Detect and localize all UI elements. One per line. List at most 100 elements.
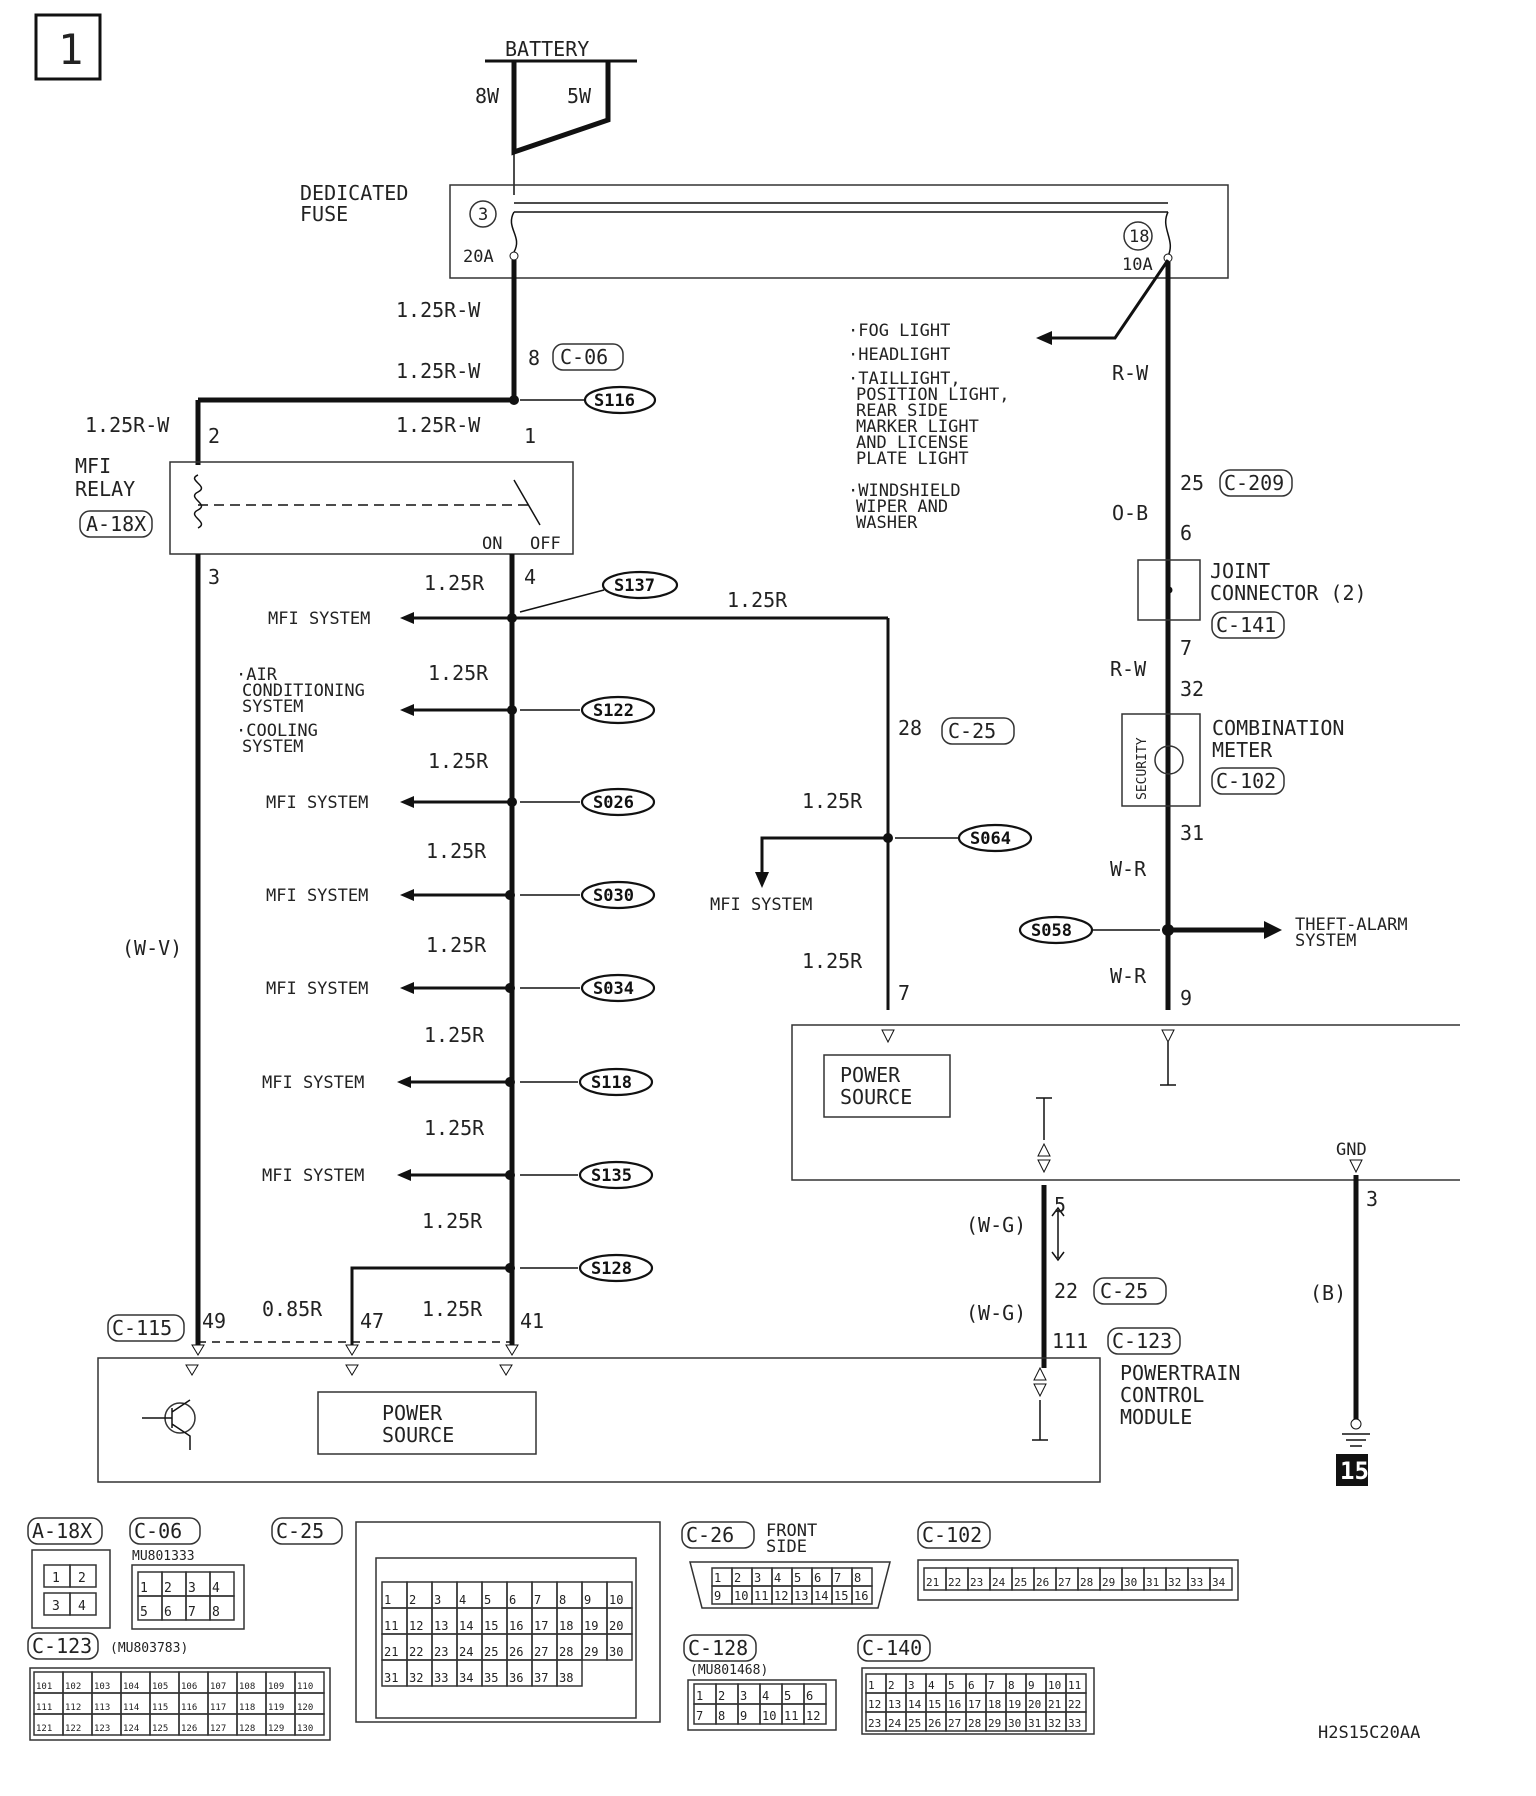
fuse-18-element (1165, 211, 1171, 257)
s064-branch (760, 836, 888, 878)
conn-c06: C-06 (560, 345, 608, 369)
pin-7b: 7 (898, 981, 910, 1005)
splice-s026 (580, 787, 656, 817)
c140-pin: 28 (968, 1717, 981, 1730)
c128-pin: 8 (718, 1709, 725, 1723)
c06-pin: 4 (212, 1581, 220, 1596)
pcm-111-stub (1032, 1400, 1048, 1441)
c123-pin: 113 (94, 1703, 110, 1713)
wire-label-r2: 1.25R (428, 661, 489, 685)
c25-pin: 3 (434, 1593, 441, 1607)
c25-pin: 4 (459, 1593, 466, 1607)
splice-s116 (583, 385, 657, 415)
wg-bidirectional (1051, 1206, 1065, 1262)
c123-pin: 122 (65, 1724, 81, 1734)
c25-pin: 25 (484, 1645, 498, 1659)
c123-pin: 109 (268, 1682, 284, 1692)
wire-label-r1: 1.25R (424, 571, 485, 595)
c102-pin: 22 (948, 1576, 961, 1589)
c140-pin: 10 (1048, 1679, 1061, 1692)
c123-pin: 127 (210, 1724, 226, 1734)
joint-dot (1165, 586, 1173, 594)
pin-7: 7 (1180, 636, 1192, 660)
meter-security: SECURITY (1135, 737, 1150, 800)
tap-wiper-2: WIPER AND (856, 497, 948, 517)
joint-label-2: CONNECTOR (2) (1210, 581, 1367, 605)
conn-c25b-frame (1093, 1277, 1167, 1305)
pin-22: 22 (1054, 1279, 1078, 1303)
s116-node (509, 395, 519, 405)
c123-pin: 128 (239, 1724, 255, 1734)
wire-label-w3: 1.25R-W (85, 413, 170, 437)
c140-pin: 12 (868, 1698, 881, 1711)
c26-pin: 7 (834, 1571, 841, 1585)
splice-s128-label: S128 (591, 1259, 632, 1279)
tap-7: MFI SYSTEM S135 (262, 1160, 654, 1190)
pin-6: 6 (1180, 521, 1192, 545)
splice-s026-label: S026 (593, 793, 634, 813)
pcm-49-inner (185, 1364, 199, 1376)
conn-c141: C-141 (1216, 613, 1276, 637)
c140-pin: 6 (968, 1679, 975, 1692)
conn-c25a-frame (941, 717, 1015, 745)
a18x-pin-4: 4 (78, 1599, 86, 1614)
relay-box (169, 461, 574, 555)
relay-off: OFF (530, 534, 561, 554)
splice-s116-label: S116 (594, 391, 635, 411)
c128-pin: 1 (696, 1689, 703, 1703)
c25-pin: 27 (534, 1645, 548, 1659)
conn-view-c26-frame (681, 1521, 755, 1549)
conn-view-c25-frame (271, 1517, 343, 1545)
c102-pin: 34 (1212, 1576, 1226, 1589)
tap-6-arrow (397, 1076, 411, 1088)
c128-pin: 11 (784, 1709, 798, 1723)
c25-pin: 29 (584, 1645, 598, 1659)
splice-s122 (580, 695, 656, 725)
a18x-cell-2 (69, 1564, 97, 1588)
tap-5-label: MFI SYSTEM (266, 979, 368, 999)
c128-cell (803, 1703, 827, 1725)
c123-pin: 114 (123, 1703, 139, 1713)
conn-view-a18x: A-18X 1 2 3 4 (27, 1517, 111, 1629)
c140-pin: 31 (1028, 1717, 1041, 1730)
c140-pin: 8 (1008, 1679, 1015, 1692)
pin-31: 31 (1180, 821, 1204, 845)
c123-pin: 107 (210, 1682, 226, 1692)
c123-pin: 115 (152, 1703, 168, 1713)
conn-view-c123-frame (27, 1632, 99, 1660)
c25-cell (556, 1659, 583, 1687)
pin49-terminal (191, 1344, 205, 1356)
pin-1: 1 (524, 424, 536, 448)
theft-arrow (1264, 921, 1282, 939)
wire-label-w4: 1.25R-W (396, 413, 481, 437)
wire-label-wg2: (W-G) (966, 1301, 1026, 1325)
pin47-terminal (345, 1344, 359, 1356)
c140-pin: 21 (1048, 1698, 1061, 1711)
conn-c06-frame (552, 343, 624, 371)
s128-branch (350, 1266, 510, 1345)
c26-pin: 13 (794, 1589, 808, 1603)
splice-s030 (580, 880, 656, 910)
fuse18-branch (1050, 259, 1170, 340)
c26-pin: 14 (814, 1589, 828, 1603)
c123-pin: 124 (123, 1724, 139, 1734)
conn-view-a18x-label: A-18X (32, 1519, 92, 1543)
tap-3-arrow (400, 796, 414, 808)
pin41-terminal (505, 1344, 519, 1356)
wire-label-r9: 1.25R (422, 1297, 483, 1321)
c102-pin: 23 (970, 1576, 983, 1589)
a18x-pin-2: 2 (78, 1571, 86, 1586)
c25-pin: 20 (609, 1619, 623, 1633)
wire-label-wr2: W-R (1110, 964, 1147, 988)
pcm-label-1: POWERTRAIN (1120, 1361, 1240, 1385)
wire-label-w2: 1.25R-W (396, 359, 481, 383)
conn-c209: C-209 (1224, 471, 1284, 495)
tap-wiper-3: WASHER (856, 513, 918, 533)
c25-pin: 7 (534, 1593, 541, 1607)
c102-pin: 33 (1190, 1576, 1203, 1589)
c128-pin: 3 (740, 1689, 747, 1703)
wire-label-b: (B) (1310, 1281, 1346, 1305)
c25-pin: 13 (434, 1619, 448, 1633)
conn-view-c06-frame (129, 1517, 201, 1545)
